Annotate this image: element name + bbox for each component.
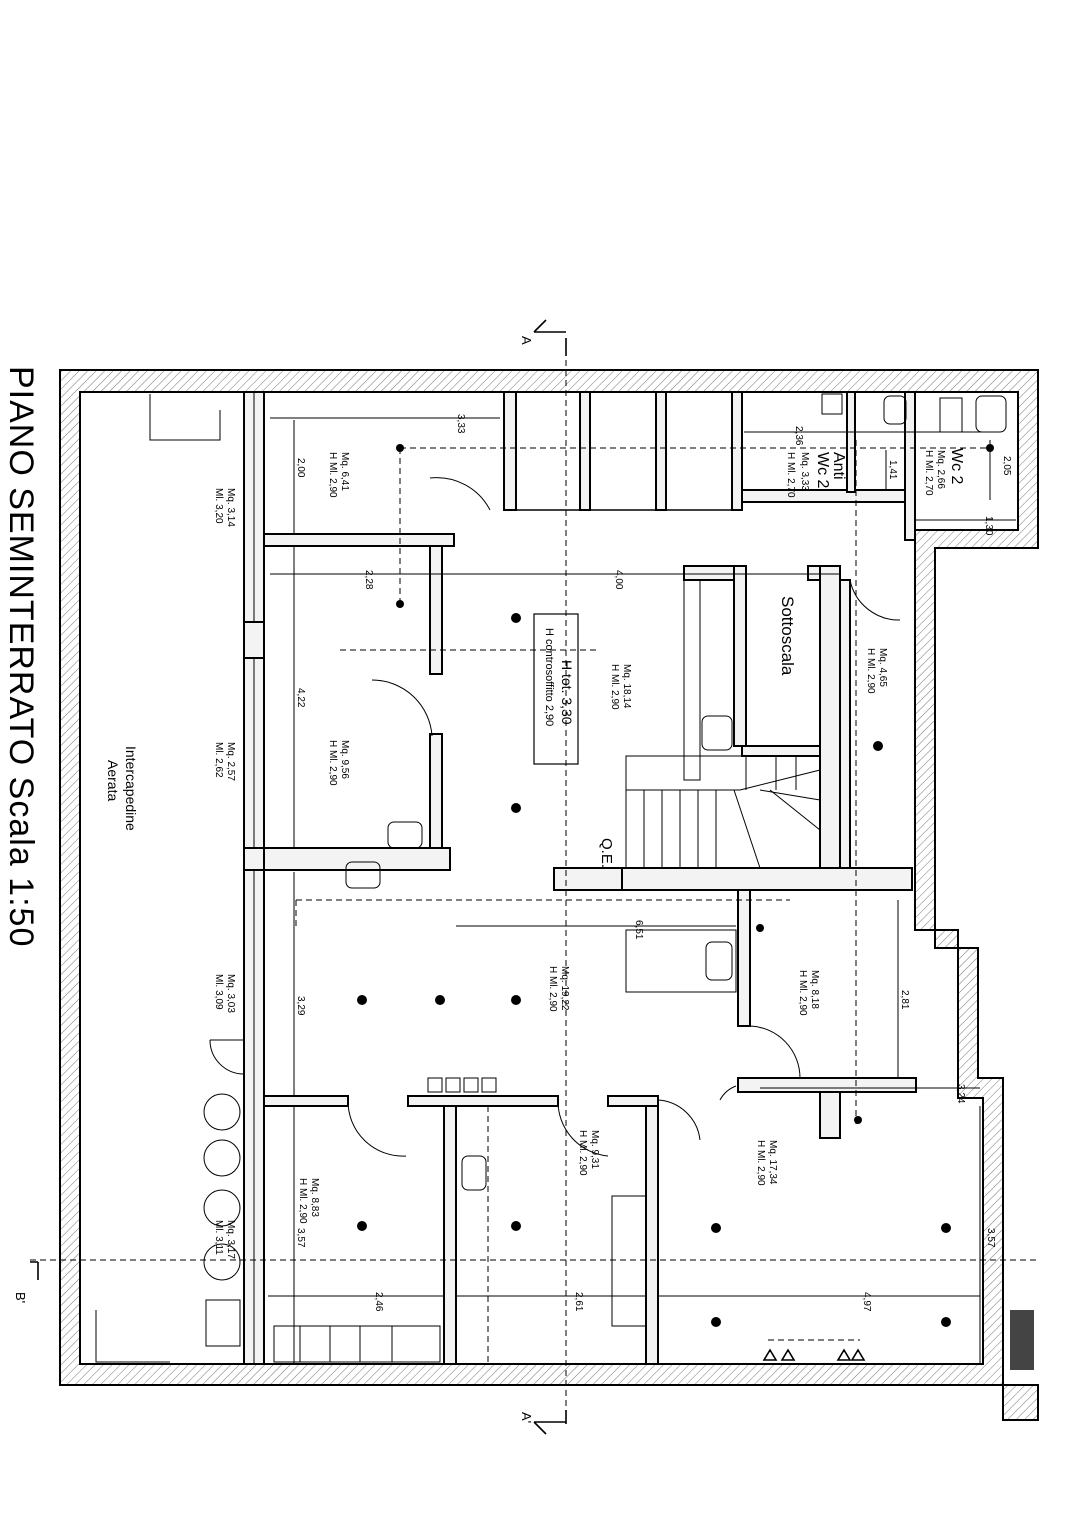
room-h-818: H Ml. 2,90 <box>797 970 808 1016</box>
installation-lines <box>30 340 1040 1410</box>
window-mq-4: Mq. 3,17 <box>225 1220 236 1259</box>
room-mq-1814: Mq. 18,14 <box>621 664 632 709</box>
dimension-lines <box>268 417 1016 1364</box>
dim-2-36: 2,36 <box>793 426 804 446</box>
room-h-1734: H Ml. 2,90 <box>755 1140 766 1186</box>
dim-2-00: 2,00 <box>295 458 306 478</box>
dim-2-61: 2,61 <box>573 1292 584 1312</box>
light-point <box>357 1221 367 1231</box>
dark-hatch-corner <box>1010 1310 1034 1370</box>
room-mq-931: Mq. 9,31 <box>589 1130 600 1169</box>
room-name-intercapedine: Intercapedine <box>123 746 139 831</box>
dim-4-00: 4,00 <box>613 570 624 590</box>
light-points <box>357 444 994 1327</box>
light-point <box>711 1317 721 1327</box>
dim-3-24: 3,24 <box>955 1084 966 1104</box>
room-name-antiwc2: Anti <box>830 452 847 480</box>
intercapedine-wall <box>243 391 275 1365</box>
room-h-931: H Ml. 2,90 <box>577 1130 588 1176</box>
room-name2-intercapedine: Aerata <box>105 760 121 801</box>
dim-3-57-b: 3,57 <box>295 1228 306 1248</box>
window-mq-1: Mq. 3,14 <box>225 488 236 527</box>
ceiling-height-false: H controsoffitto 2,90 <box>543 628 555 726</box>
room-h-antiwc2: H Ml. 2,70 <box>785 452 796 498</box>
plan-texts: A A' B' Wc 2 Mq. 2,66 H Ml. 2,70 Anti Wc… <box>13 336 1012 1423</box>
room-h-wc2: H Ml. 2,70 <box>923 450 934 496</box>
section-mark-a-bottom: A' <box>519 1412 534 1423</box>
ceiling-height-total: H tot. 3,30 <box>559 660 575 725</box>
section-markers <box>30 319 866 1435</box>
room-h-1814: H Ml. 2,90 <box>609 664 620 710</box>
room-h-corridor: H Ml. 2,90 <box>865 648 876 694</box>
light-point <box>511 1221 521 1231</box>
window-ml-1: Ml. 3,20 <box>213 488 224 524</box>
dim-3-33: 3,33 <box>455 414 466 434</box>
interior-walls <box>263 391 917 1365</box>
room-mq-1922: Mq. 19,22 <box>559 966 570 1011</box>
panel-label: Q.E. <box>598 838 615 868</box>
window-mq-2: Mq. 2,57 <box>225 742 236 781</box>
room-name-sottoscala: Sottoscala <box>778 596 797 676</box>
room-mq-corridor: Mq. 4,65 <box>877 648 888 687</box>
staircase <box>626 756 821 869</box>
dim-3-29: 3,29 <box>295 996 306 1016</box>
drawing-title: PIANO SEMINTERRATO Scala 1:50 <box>2 366 40 948</box>
room-mq-883: Mq. 8,83 <box>309 1178 320 1217</box>
section-mark-b-left: B' <box>13 1292 28 1303</box>
dim-4-97: 4,97 <box>861 1292 872 1312</box>
room-mq-956: Mq. 9,56 <box>339 740 350 779</box>
room-name-wc2: Wc 2 <box>948 448 965 485</box>
room-mq-wc2: Mq. 2,66 <box>935 450 946 489</box>
window-ml-2: Ml. 2,62 <box>213 742 224 778</box>
room-mq-641: Mq. 6,41 <box>339 452 350 491</box>
room-h-641: H Ml. 2,90 <box>327 452 338 498</box>
room-h-883: H Ml. 2,90 <box>297 1178 308 1224</box>
section-mark-a-top: A <box>519 336 534 345</box>
dim-2-46: 2,46 <box>373 1292 384 1312</box>
dim-2-28: 2,28 <box>363 570 374 590</box>
dim-3-57-a: 3,57 <box>985 1228 996 1248</box>
light-point <box>435 995 445 1005</box>
room-mq-1734: Mq. 17,34 <box>767 1140 778 1185</box>
dim-1-41: 1,41 <box>887 460 898 480</box>
room-name2-antiwc2: Wc 2 <box>814 452 831 489</box>
dim-1-30: 1,30 <box>983 516 994 536</box>
light-point <box>511 803 521 813</box>
room-h-1922: H Ml. 2,90 <box>547 966 558 1012</box>
room-h-956: H Ml. 2,90 <box>327 740 338 786</box>
dim-4-22: 4,22 <box>295 688 306 708</box>
outer-walls <box>59 369 1039 1421</box>
light-point <box>873 741 883 751</box>
light-point <box>941 1223 951 1233</box>
window-ml-3: Ml. 3,09 <box>213 974 224 1010</box>
room-mq-818: Mq. 8,18 <box>809 970 820 1009</box>
light-point <box>711 1223 721 1233</box>
light-point <box>511 613 521 623</box>
window-ml-4: Ml. 3,11 <box>213 1220 224 1255</box>
dim-6-51: 6,51 <box>633 920 644 940</box>
room-mq-antiwc2: Mq. 3,33 <box>799 452 810 491</box>
dim-2-05: 2,05 <box>1001 456 1012 476</box>
window-mq-3: Mq. 3,03 <box>225 974 236 1013</box>
light-point <box>941 1317 951 1327</box>
light-point <box>511 995 521 1005</box>
dim-2-81: 2,81 <box>899 990 910 1010</box>
fixtures <box>95 393 1007 1363</box>
doors <box>209 477 901 1157</box>
light-point <box>357 995 367 1005</box>
